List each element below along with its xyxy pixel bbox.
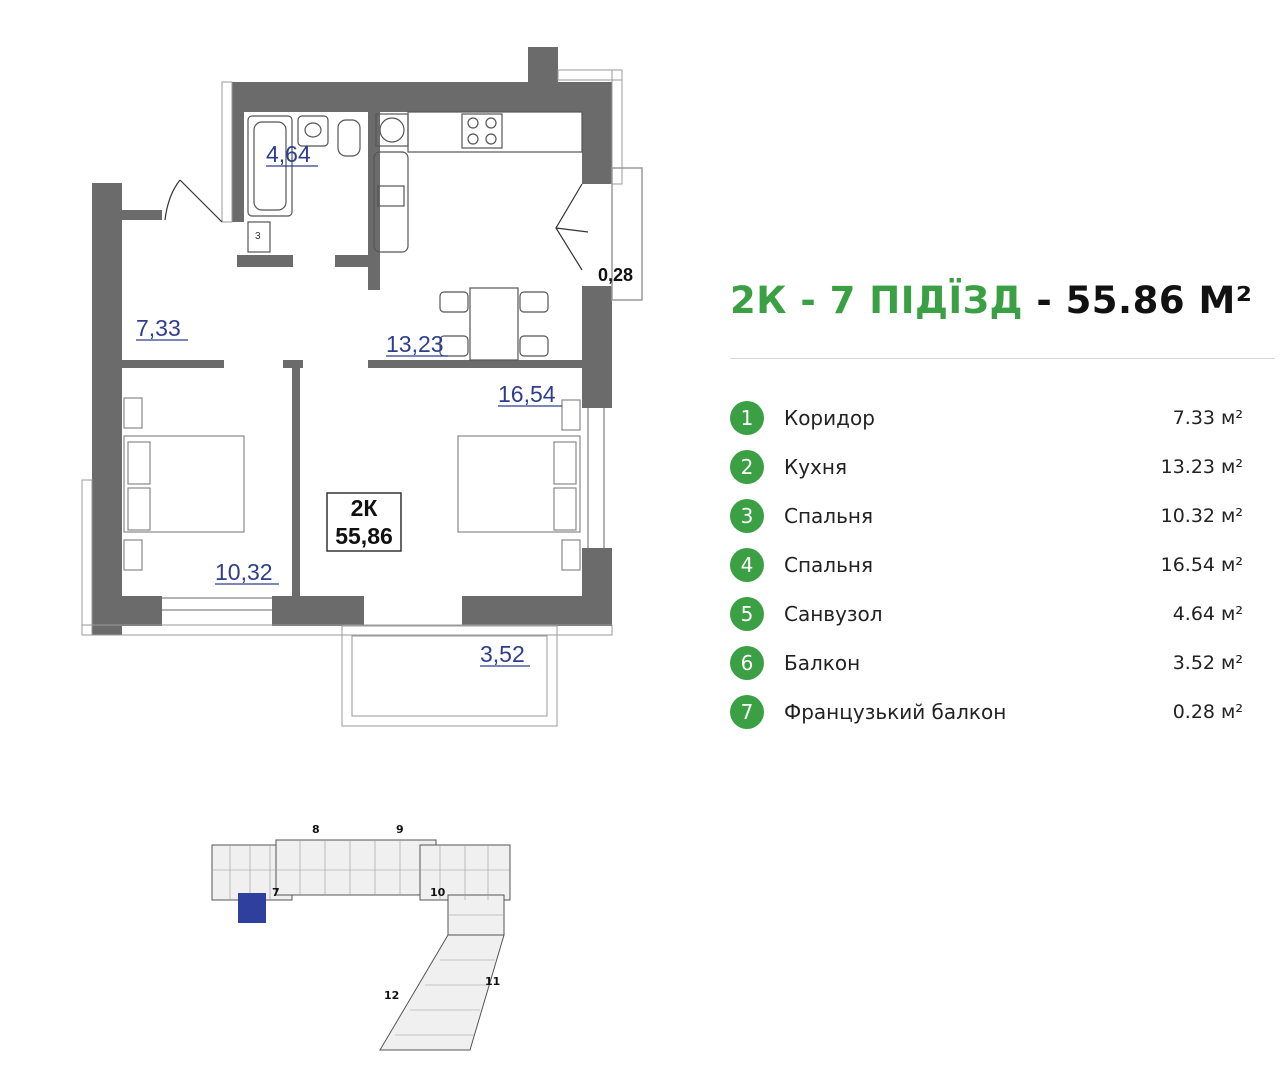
french-balcony-area-label: 0,28 [598, 265, 633, 285]
section-12-label: 12 [384, 989, 399, 1002]
doors [164, 179, 589, 271]
room-name: Французький балкон [784, 699, 1007, 724]
apartment-box [326, 492, 402, 552]
list-item: 4 Спальня 16.54 м² [730, 540, 1275, 589]
highlighted-apartment [238, 893, 266, 923]
bedroom-furniture [123, 397, 581, 571]
list-item: 3 Спальня 10.32 м² [730, 491, 1275, 540]
list-item: 2 Кухня 13.23 м² [730, 442, 1275, 491]
info-panel: 2К - 7 ПІДЇЗД - 55.86 М² 1 Коридор 7.33 … [730, 270, 1275, 736]
windows [162, 167, 643, 611]
room-area: 0.28 м² [1172, 700, 1243, 723]
room-number-badge: 5 [730, 596, 764, 631]
room-area: 13.23 м² [1160, 455, 1243, 478]
divider [730, 358, 1275, 359]
room-area: 3.52 м² [1172, 651, 1243, 674]
bath-area-label: 4,64 [266, 141, 311, 167]
section-9-label: 9 [396, 823, 404, 836]
room-number-badge: 1 [730, 400, 764, 435]
floor-plan: 4,64 7,33 13,23 16,54 10,32 3,52 0,28 3 … [81, 47, 643, 727]
apartment-total-area-label: 55,86 [335, 523, 393, 549]
section-7-label: 7 [272, 886, 280, 899]
walls [92, 47, 612, 635]
room-name: Спальня [784, 552, 873, 577]
bathroom-fixtures [247, 113, 409, 253]
room-area: 10.32 м² [1160, 504, 1243, 527]
room-name: Санвузол [784, 601, 883, 626]
page-title: 2К - 7 ПІДЇЗД - 55.86 М² [730, 270, 1275, 332]
balcony-area-label: 3,52 [480, 641, 525, 667]
room-name: Коридор [784, 405, 875, 430]
room-number-badge: 6 [730, 645, 764, 680]
title-section: 2К - 7 ПІДЇЗД [730, 279, 1023, 322]
section-11-label: 11 [485, 975, 500, 988]
room-number-badge: 2 [730, 449, 764, 484]
apartment-type-label: 2К [351, 495, 379, 521]
room-number-badge: 7 [730, 694, 764, 729]
room-list: 1 Коридор 7.33 м² 2 Кухня 13.23 м² 3 Спа… [730, 393, 1275, 736]
corridor-area-label: 7,33 [136, 315, 181, 341]
room-number-badge: 4 [730, 547, 764, 582]
section-8-label: 8 [312, 823, 320, 836]
list-item: 7 Французький балкон 0.28 м² [730, 687, 1275, 736]
section-10-label: 10 [430, 886, 446, 899]
list-item: 6 Балкон 3.52 м² [730, 638, 1275, 687]
kitchen-fixtures [373, 111, 583, 361]
room-area: 16.54 м² [1160, 553, 1243, 576]
title-area: - 55.86 М² [1036, 279, 1253, 322]
bedroom-big-area-label: 16,54 [498, 381, 556, 407]
room-number-badge: 3 [730, 498, 764, 533]
bedroom-small-area-label: 10,32 [215, 559, 273, 585]
kitchen-area-label: 13,23 [386, 331, 444, 357]
site-plan: 7 8 9 10 11 12 [211, 823, 511, 1051]
bath-small-label: 3 [255, 231, 261, 242]
room-area: 4.64 м² [1172, 602, 1243, 625]
room-name: Кухня [784, 454, 847, 479]
list-item: 5 Санвузол 4.64 м² [730, 589, 1275, 638]
room-name: Балкон [784, 650, 861, 675]
list-item: 1 Коридор 7.33 м² [730, 393, 1275, 442]
room-area: 7.33 м² [1172, 406, 1243, 429]
insulation [81, 69, 623, 727]
room-name: Спальня [784, 503, 873, 528]
building-grid [212, 840, 510, 1036]
